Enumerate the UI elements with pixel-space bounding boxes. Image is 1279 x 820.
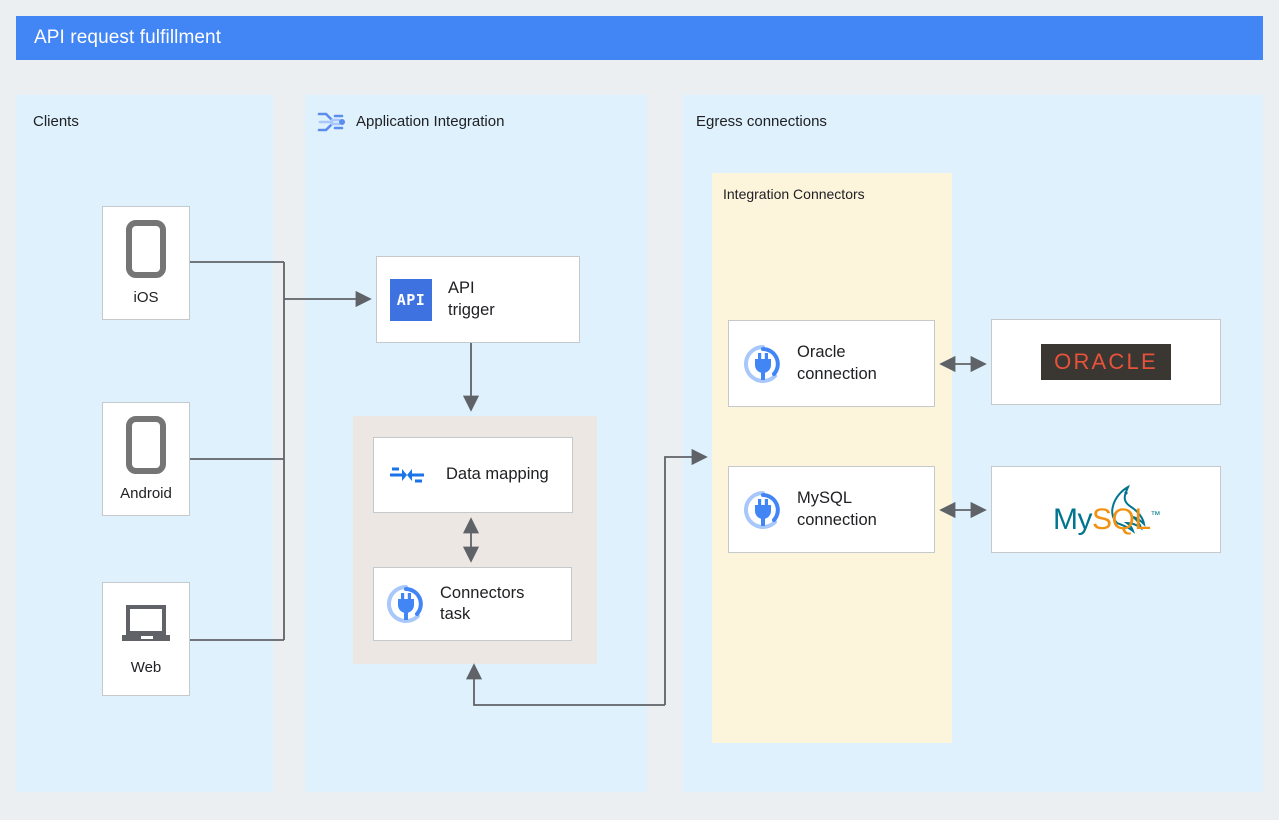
node-api-trigger-label: API trigger xyxy=(448,279,495,319)
diagram-title-bar: API request fulfillment xyxy=(16,16,1263,60)
connector-plug-icon xyxy=(386,584,426,624)
client-label: iOS xyxy=(133,289,159,306)
page-title: API request fulfillment xyxy=(34,27,222,48)
oracle-logo-icon: ORACLE xyxy=(1041,344,1171,380)
node-connectors-task[interactable]: Connectors task xyxy=(373,567,572,641)
panel-integration-connectors-label: Integration Connectors xyxy=(723,186,865,202)
panel-clients-label: Clients xyxy=(33,113,79,130)
mysql-logo-text: MySQL™ xyxy=(1053,502,1161,536)
phone-icon xyxy=(126,416,166,479)
client-label: Android xyxy=(120,485,172,502)
application-integration-logo-icon xyxy=(315,105,349,139)
node-data-mapping-label: Data mapping xyxy=(446,465,549,484)
node-oracle-connection-label: Oracle connection xyxy=(797,343,877,383)
client-node-ios[interactable]: iOS xyxy=(102,206,190,320)
datasource-mysql: MySQL™ xyxy=(991,466,1221,553)
node-api-trigger[interactable]: API API trigger xyxy=(376,256,580,343)
node-mysql-connection-label: MySQL connection xyxy=(797,489,877,529)
panel-egress-connections-label: Egress connections xyxy=(696,113,827,130)
panel-integration-connectors xyxy=(712,173,952,743)
mysql-logo-icon: MySQL™ xyxy=(1031,479,1181,541)
connector-plug-icon xyxy=(743,344,783,384)
panel-application-integration-label: Application Integration xyxy=(356,113,505,130)
client-label: Web xyxy=(130,659,162,676)
data-mapping-icon xyxy=(388,462,426,488)
laptop-icon xyxy=(120,602,172,653)
datasource-oracle: ORACLE xyxy=(991,319,1221,405)
node-data-mapping[interactable]: Data mapping xyxy=(373,437,573,513)
node-mysql-connection[interactable]: MySQL connection xyxy=(728,466,935,553)
client-node-web[interactable]: Web xyxy=(102,582,190,696)
node-oracle-connection[interactable]: Oracle connection xyxy=(728,320,935,407)
connector-plug-icon xyxy=(743,490,783,530)
api-icon: API xyxy=(390,278,432,321)
node-connectors-task-label: Connectors task xyxy=(440,583,525,623)
phone-icon xyxy=(126,220,166,283)
api-icon-text: API xyxy=(396,290,426,309)
oracle-logo-text: ORACLE xyxy=(1054,349,1158,374)
client-node-android[interactable]: Android xyxy=(102,402,190,516)
